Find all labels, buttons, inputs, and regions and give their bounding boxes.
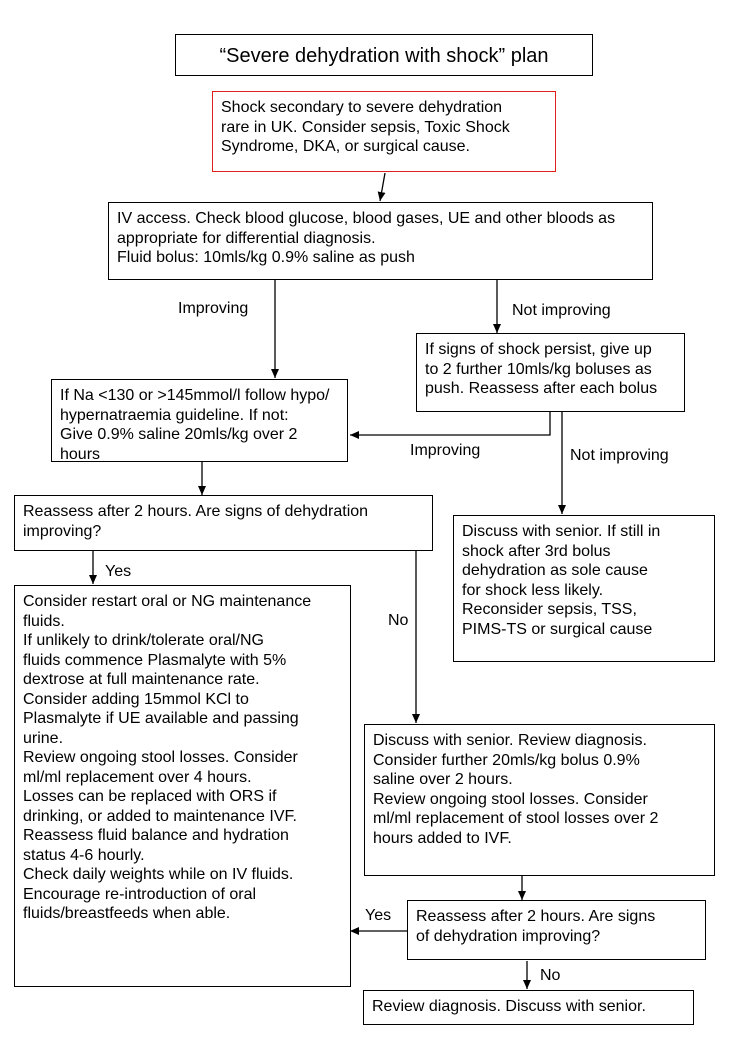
- rare-shock-box: Shock secondary to severe dehydration ra…: [212, 91, 556, 172]
- reassess-2h-box: Reassess after 2 hours. Are signs of deh…: [14, 495, 433, 551]
- reassess-2h-b-box: Reassess after 2 hours. Are signs of deh…: [407, 900, 706, 960]
- plan-title: “Severe dehydration with shock” plan: [175, 34, 593, 76]
- arrow-rare-to-iv: [377, 172, 386, 202]
- label-not-improving-1: Not improving: [512, 302, 611, 319]
- label-yes-2: Yes: [365, 907, 392, 924]
- sodium-check-box: If Na <130 or >145mmol/l follow hypo/ hy…: [51, 379, 348, 463]
- label-improving-2: Improving: [410, 442, 481, 459]
- shock-persist-box: If signs of shock persist, give up to 2 …: [416, 333, 685, 412]
- review-diagnosis-box: Review diagnosis. Discuss with senior.: [363, 990, 694, 1025]
- label-no-1: No: [388, 612, 409, 629]
- discuss-senior-bolus-box: Discuss with senior. If still in shock a…: [453, 515, 715, 662]
- label-no-2: No: [540, 967, 561, 984]
- label-improving-1: Improving: [178, 300, 249, 317]
- label-yes-1: Yes: [105, 563, 132, 580]
- discuss-review-box: Discuss with senior. Review diagnosis. C…: [364, 724, 715, 876]
- iv-access-box: IV access. Check blood glucose, blood ga…: [108, 202, 653, 280]
- maintenance-box: Consider restart oral or NG maintenance …: [14, 585, 351, 987]
- label-not-improving-2: Not improving: [570, 447, 669, 464]
